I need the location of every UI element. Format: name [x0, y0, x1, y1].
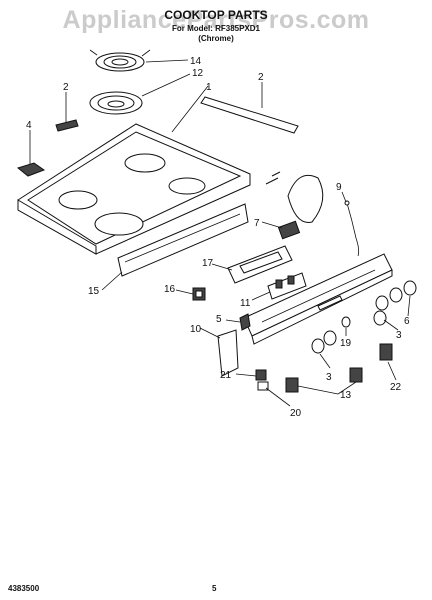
- callout-16: 16: [164, 284, 176, 295]
- page-number: 5: [212, 584, 217, 593]
- front-panel-part[interactable]: [117, 203, 249, 277]
- switch-block-part[interactable]: [267, 272, 307, 300]
- end-cap-part[interactable]: [239, 313, 251, 331]
- watermark: AppliancePartsPros.com: [62, 6, 370, 34]
- callout-9: 9: [336, 182, 342, 193]
- callout-2-left: 2: [63, 82, 69, 93]
- callout-21: 21: [220, 370, 232, 381]
- document-number: 4383500: [8, 584, 40, 593]
- mounting-bracket-part[interactable]: [227, 245, 293, 284]
- callout-4: 4: [26, 120, 32, 131]
- drip-bowl-part[interactable]: [89, 91, 143, 115]
- page-title: COOKTOP PARTS: [164, 8, 268, 22]
- callout-19: 19: [340, 338, 352, 349]
- page-subtitle: For Model: RF385PXD1 (Chrome): [0, 24, 432, 44]
- callout-22: 22: [390, 382, 402, 393]
- callout-6: 6: [404, 316, 410, 327]
- knob-insert-part[interactable]: [403, 280, 417, 296]
- callout-11: 11: [240, 298, 251, 309]
- knob-part-right[interactable]: [373, 287, 403, 326]
- small-knob-part[interactable]: [341, 316, 351, 328]
- wire-harness-part[interactable]: [344, 200, 360, 257]
- callout-17: 17: [202, 258, 214, 269]
- push-switch-part[interactable]: [379, 343, 393, 361]
- callout-15: 15: [88, 286, 100, 297]
- cooktop-part[interactable]: [17, 123, 251, 255]
- callout-12: 12: [192, 68, 204, 79]
- trim-strip-part[interactable]: [200, 96, 299, 134]
- callout-3-center: 3: [326, 372, 332, 383]
- finish-line: (Chrome): [198, 34, 234, 43]
- callout-14: 14: [190, 56, 202, 67]
- infinite-switch-part[interactable]: [265, 171, 324, 240]
- callout-20: 20: [290, 408, 302, 419]
- small-trim-part[interactable]: [55, 119, 79, 132]
- callout-7: 7: [254, 218, 260, 229]
- control-panel-part[interactable]: [243, 253, 393, 345]
- callout-13: 13: [340, 390, 352, 401]
- rocker-switch-part[interactable]: [285, 367, 363, 393]
- knob-part-center[interactable]: [311, 330, 337, 354]
- callout-10: 10: [190, 324, 202, 335]
- callout-1: 1: [206, 82, 212, 93]
- leader-lines: [29, 59, 411, 407]
- indicator-light-part[interactable]: [192, 287, 206, 301]
- clip-part[interactable]: [16, 162, 46, 177]
- callout-labels: 14 12 2 2 1 4 9 7 17 15 16 11 5 3 6 10 1…: [26, 56, 410, 419]
- lamp-socket-part[interactable]: [255, 369, 269, 391]
- side-panel-part[interactable]: [217, 329, 239, 377]
- surface-element-part[interactable]: [89, 49, 151, 72]
- callout-5: 5: [216, 314, 222, 325]
- callout-2-right: 2: [258, 72, 264, 83]
- callout-3-right: 3: [396, 330, 402, 341]
- model-line: For Model: RF385PXD1: [171, 24, 260, 33]
